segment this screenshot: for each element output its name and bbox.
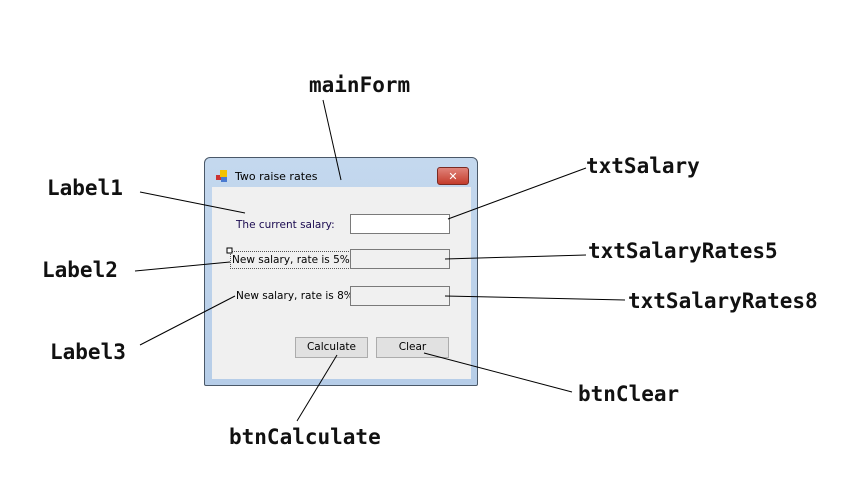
txt-salary-rates5[interactable] <box>350 249 450 269</box>
main-form-window: Two raise rates ✕ The current salary: Ne… <box>204 157 478 386</box>
txt-salary[interactable] <box>350 214 450 234</box>
callout-label3: Label3 <box>50 340 126 364</box>
callout-label2: Label2 <box>42 258 118 282</box>
clear-button[interactable]: Clear <box>376 337 449 358</box>
txt-salary-rates8[interactable] <box>350 286 450 306</box>
label1: The current salary: <box>236 219 335 231</box>
callout-txtsalaryrates8: txtSalaryRates8 <box>628 289 818 313</box>
callout-mainform: mainForm <box>309 73 411 97</box>
callout-txtsalary: txtSalary <box>586 154 700 178</box>
calculate-button[interactable]: Calculate <box>295 337 368 358</box>
app-icon <box>216 170 227 182</box>
label3: New salary, rate is 8%: <box>236 290 358 302</box>
close-button[interactable]: ✕ <box>437 167 469 185</box>
callout-txtsalaryrates5: txtSalaryRates5 <box>588 239 778 263</box>
callout-label1: Label1 <box>47 176 123 200</box>
callout-btncalculate: btnCalculate <box>229 425 381 449</box>
callout-btnclear: btnClear <box>578 382 680 406</box>
client-area: The current salary: New salary, rate is … <box>212 187 471 379</box>
window-title: Two raise rates <box>235 170 318 183</box>
